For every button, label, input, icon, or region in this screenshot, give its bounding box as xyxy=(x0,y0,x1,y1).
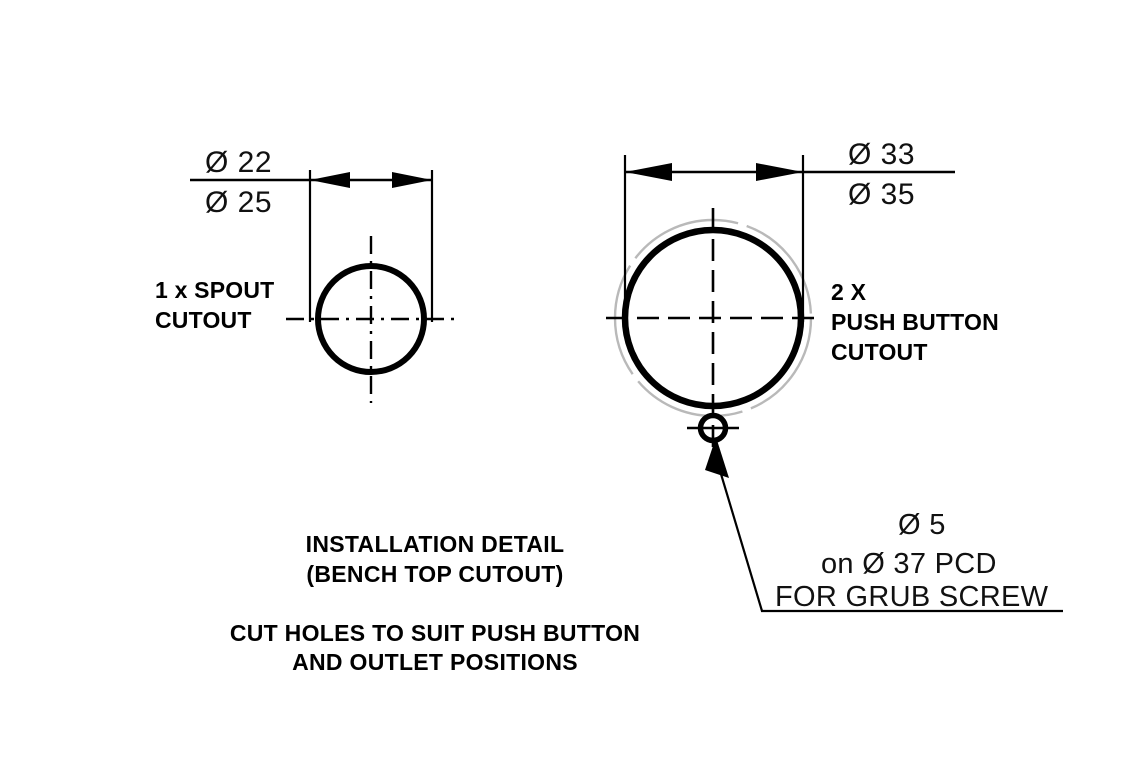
push-button-cutout-figure: Ø 33 Ø 35 2 X PUSH BUTTON CUTOUT xyxy=(606,138,1063,613)
spout-dim-lower-text: Ø 25 xyxy=(205,186,272,219)
push-button-arrowhead-right xyxy=(756,163,803,181)
spout-arrowhead-right xyxy=(392,172,432,188)
spout-dim-upper-text: Ø 22 xyxy=(205,146,272,179)
push-button-label-line3: CUTOUT xyxy=(831,339,928,365)
push-button-label-line1: 2 X xyxy=(831,279,867,305)
title-note-line1: CUT HOLES TO SUIT PUSH BUTTON xyxy=(230,620,640,646)
spout-arrowhead-left xyxy=(310,172,350,188)
grub-screw-note-line1: Ø 5 xyxy=(898,509,946,541)
title-note-line2: AND OUTLET POSITIONS xyxy=(292,649,578,675)
spout-cutout-circle xyxy=(315,263,427,375)
grub-screw-note-line3: FOR GRUB SCREW xyxy=(775,581,1049,613)
push-button-label-line2: PUSH BUTTON xyxy=(831,309,999,335)
grub-screw-note: Ø 5 on Ø 37 PCD FOR GRUB SCREW xyxy=(775,509,1049,613)
push-button-dim-upper-text: Ø 33 xyxy=(848,138,915,171)
title-block: INSTALLATION DETAIL (BENCH TOP CUTOUT) C… xyxy=(230,531,640,675)
push-button-arrowhead-left xyxy=(625,163,672,181)
title-main-line2: (BENCH TOP CUTOUT) xyxy=(306,561,563,587)
grub-screw-note-line2: on Ø 37 PCD xyxy=(821,548,997,580)
spout-label-line2: CUTOUT xyxy=(155,307,252,333)
title-main-line1: INSTALLATION DETAIL xyxy=(306,531,565,557)
push-button-dim-lower-text: Ø 35 xyxy=(848,178,915,211)
spout-label-line1: 1 x SPOUT xyxy=(155,277,274,303)
grub-screw-leader-line xyxy=(716,463,764,612)
spout-cutout-figure: Ø 22 Ø 25 1 x SPOUT CUTOUT xyxy=(155,146,456,403)
grub-screw-leader-arrowhead xyxy=(705,437,729,478)
